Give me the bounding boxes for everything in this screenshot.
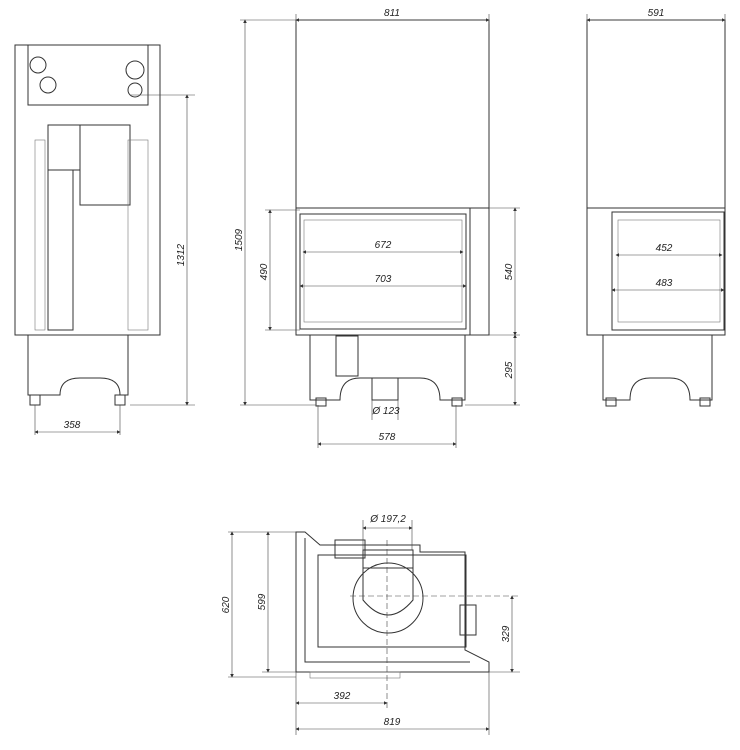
- dim-599: 599: [257, 593, 268, 610]
- dim-578: 578: [379, 432, 396, 443]
- dim-672: 672: [375, 240, 392, 251]
- side-section-view: [14, 44, 161, 406]
- dim-703: 703: [375, 274, 392, 285]
- side-view: [586, 19, 726, 407]
- front-view: [295, 19, 490, 407]
- dim-811: 811: [384, 8, 400, 19]
- dim-620: 620: [221, 596, 232, 613]
- dim-295: 295: [504, 361, 515, 379]
- dim-483: 483: [656, 278, 673, 289]
- dim-d123: Ø 123: [371, 406, 400, 417]
- dim-452: 452: [656, 243, 673, 254]
- dim-d197: Ø 197,2: [369, 514, 406, 525]
- dim-392: 392: [334, 691, 351, 702]
- dim-819: 819: [384, 717, 401, 728]
- dim-329: 329: [501, 625, 512, 642]
- dim-1312: 1312: [176, 243, 187, 266]
- dim-490: 490: [259, 263, 270, 280]
- plan-view: [295, 531, 490, 679]
- dim-540: 540: [504, 263, 515, 280]
- dim-591: 591: [648, 8, 665, 19]
- dim-358: 358: [64, 420, 81, 431]
- dim-1509: 1509: [234, 228, 245, 251]
